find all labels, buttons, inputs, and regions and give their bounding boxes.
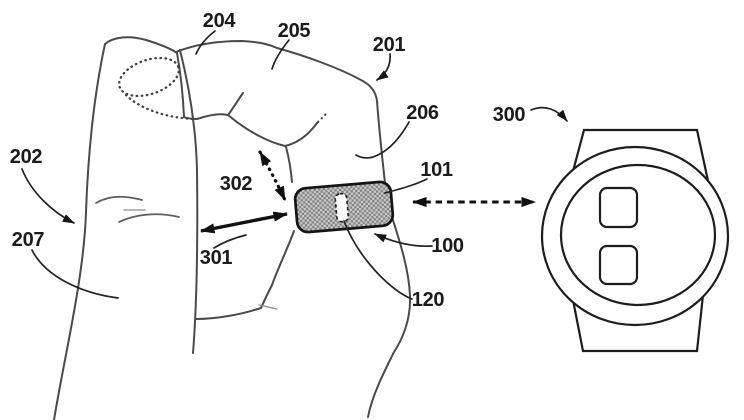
ref-label-120: 120 [412, 289, 445, 311]
watch-face-inner [559, 163, 717, 307]
ref-label-201: 201 [373, 34, 406, 56]
crease-smudge-2 [258, 304, 278, 310]
ref-label-101: 101 [420, 159, 453, 181]
watch-bezel-outer [540, 145, 730, 327]
reference-labels: 204 205 201 206 202 302 101 301 207 100 … [10, 10, 526, 311]
ref-label-302: 302 [220, 173, 253, 195]
device-sensor-slot [334, 192, 350, 223]
thumb-knuckle-crease-1 [95, 196, 143, 204]
palm-crease [195, 307, 262, 320]
thumb-left-edge [53, 43, 106, 420]
leader-arrow-201 [376, 53, 391, 81]
web-upper-crease [227, 92, 244, 116]
finger-crease-dots [317, 113, 327, 123]
thumbnail-dotted-tail [124, 93, 198, 121]
thumb-web-line [183, 113, 229, 121]
ref-label-204: 204 [203, 10, 237, 32]
ref-label-202: 202 [10, 146, 43, 168]
thumbnail-dotted-outline [118, 56, 180, 98]
leader-205 [271, 39, 290, 70]
leader-301 [213, 234, 247, 249]
ref-label-207: 207 [12, 229, 45, 251]
leader-101 [384, 178, 428, 194]
leader-arrow-100 [374, 233, 433, 247]
finger-middle-crease [227, 114, 318, 148]
finger-inner-edge-above-device [285, 146, 293, 183]
watch-screen-icon-top [598, 186, 639, 229]
arrows [200, 150, 537, 234]
ref-label-205: 205 [278, 20, 311, 42]
index-finger-proximal-edge [179, 49, 199, 354]
vertical-motion-dotted-arrow-302-icon [258, 150, 287, 202]
index-finger-outer-edge [367, 216, 412, 418]
leader-204 [195, 30, 216, 55]
leader-206 [355, 121, 410, 159]
hand-sketch [53, 36, 412, 420]
leader-arrow-300 [530, 106, 568, 122]
ref-label-300: 300 [493, 104, 526, 126]
finger-inner-edge-below-device [260, 230, 295, 309]
smartwatch [540, 128, 730, 353]
watch-screen-icon-bottom [598, 244, 639, 286]
ref-label-301: 301 [200, 247, 233, 269]
thumb-knuckle-crease-2 [118, 213, 180, 223]
thumb-tip-outline [104, 36, 178, 54]
leader-lines [21, 30, 568, 300]
ref-label-206: 206 [406, 102, 439, 124]
leader-120 [343, 220, 413, 300]
hand-top-outline [175, 39, 386, 184]
leader-arrow-202 [21, 168, 75, 224]
thumb-right-edge [176, 52, 185, 118]
leader-207 [31, 249, 119, 299]
ref-label-100: 100 [431, 235, 464, 257]
lateral-motion-arrow-301-icon [200, 211, 288, 234]
finger-device [293, 180, 395, 234]
